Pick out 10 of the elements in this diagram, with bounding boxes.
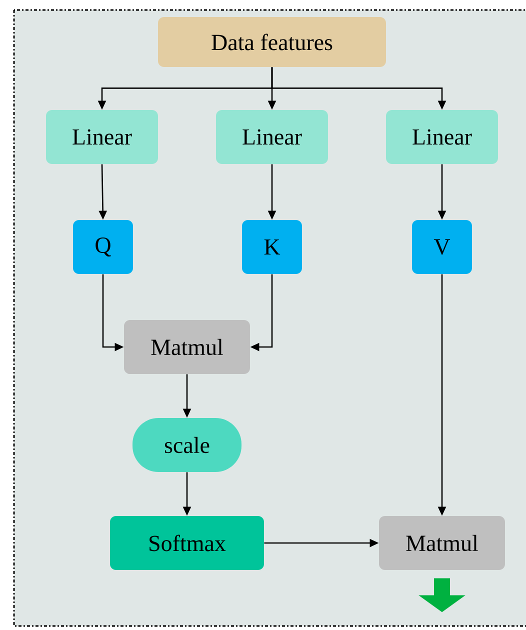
process-box: Linear xyxy=(386,110,498,164)
input-box: Data features xyxy=(158,17,386,67)
vector-box: Q xyxy=(73,220,133,274)
process-box: Linear xyxy=(216,110,328,164)
process-box: Softmax xyxy=(110,516,264,570)
process-box: Matmul xyxy=(124,320,250,374)
vector-box: V xyxy=(412,220,472,274)
process-box: Linear xyxy=(46,110,158,164)
process-box: Matmul xyxy=(379,516,505,570)
vector-box: K xyxy=(242,220,302,274)
